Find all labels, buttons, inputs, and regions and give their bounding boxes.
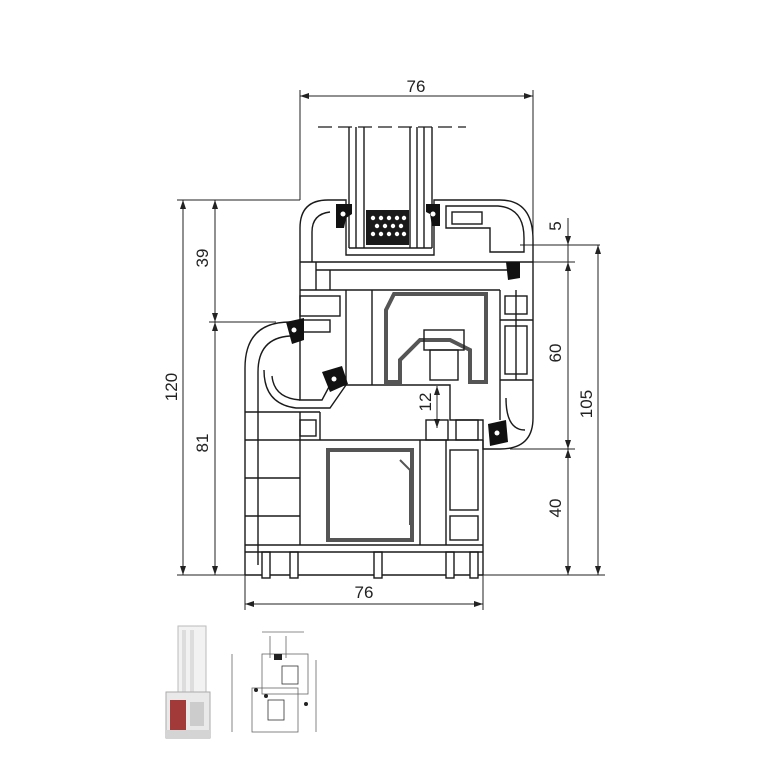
window-profile-photo-thumbnail[interactable] xyxy=(160,622,216,742)
top-width-label: 76 xyxy=(407,77,426,96)
sash-upper-height-label: 39 xyxy=(193,249,212,268)
right-60-label: 60 xyxy=(546,344,565,363)
frame-feet xyxy=(245,551,483,579)
right-40-label: 40 xyxy=(546,499,565,518)
glazing-unit xyxy=(318,126,466,249)
sash-steel-reinforcement xyxy=(384,292,488,384)
inner-12-label: 12 xyxy=(416,393,435,412)
dimension-arrows xyxy=(180,93,601,607)
sash-gasket-right xyxy=(506,262,520,280)
bottom-width-label: 76 xyxy=(355,583,374,602)
glass-spacer xyxy=(366,210,409,245)
sash-profile xyxy=(299,199,534,450)
frame-steel-reinforcement xyxy=(326,448,414,542)
sash-lower-height-label: 81 xyxy=(193,434,212,453)
right-105-label: 105 xyxy=(577,390,596,418)
total-height-label: 120 xyxy=(162,373,181,401)
cross-section-drawing-thumbnail[interactable] xyxy=(226,624,326,742)
right-5-label: 5 xyxy=(546,221,565,230)
dimension-lines xyxy=(177,90,605,610)
